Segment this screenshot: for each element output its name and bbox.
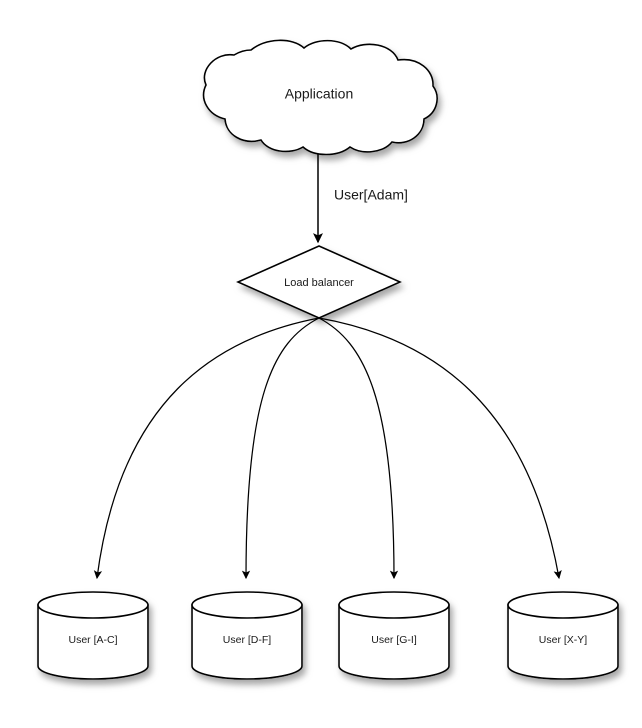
load-balancer-label: Load balancer — [284, 277, 354, 289]
database-cylinder-top — [37, 591, 149, 619]
edge-to-shard-2 — [241, 317, 320, 580]
node-application-cloud[interactable]: Application — [202, 39, 438, 156]
database-cylinder-top — [507, 591, 619, 619]
node-load-balancer[interactable]: Load balancer — [236, 245, 402, 319]
edge-label-user-adam: User[Adam] — [334, 187, 408, 203]
node-database-3[interactable]: User [G-I] — [338, 591, 450, 680]
edge-to-shard-1 — [93, 317, 320, 580]
database-cylinder-icon — [338, 604, 450, 680]
node-database-1[interactable]: User [A-C] — [37, 591, 149, 680]
database-3-label: User [G-I] — [371, 634, 417, 646]
database-cylinder-icon — [191, 604, 303, 680]
database-cylinder-top — [191, 591, 303, 619]
edge-group-balancer-to-shards — [93, 317, 562, 580]
database-2-label: User [D-F] — [223, 634, 271, 646]
application-label: Application — [285, 86, 354, 102]
edge-to-shard-4 — [318, 317, 562, 580]
database-cylinder-icon — [507, 604, 619, 680]
node-database-2[interactable]: User [D-F] — [191, 591, 303, 680]
edge-application-to-balancer: User[Adam] — [313, 154, 408, 244]
database-1-label: User [A-C] — [68, 634, 117, 646]
edge-to-shard-3 — [318, 317, 399, 580]
database-cylinder-icon — [37, 604, 149, 680]
node-database-4[interactable]: User [X-Y] — [507, 591, 619, 680]
cloud-icon — [202, 39, 438, 156]
database-cylinder-top — [338, 591, 450, 619]
database-4-label: User [X-Y] — [539, 634, 588, 646]
